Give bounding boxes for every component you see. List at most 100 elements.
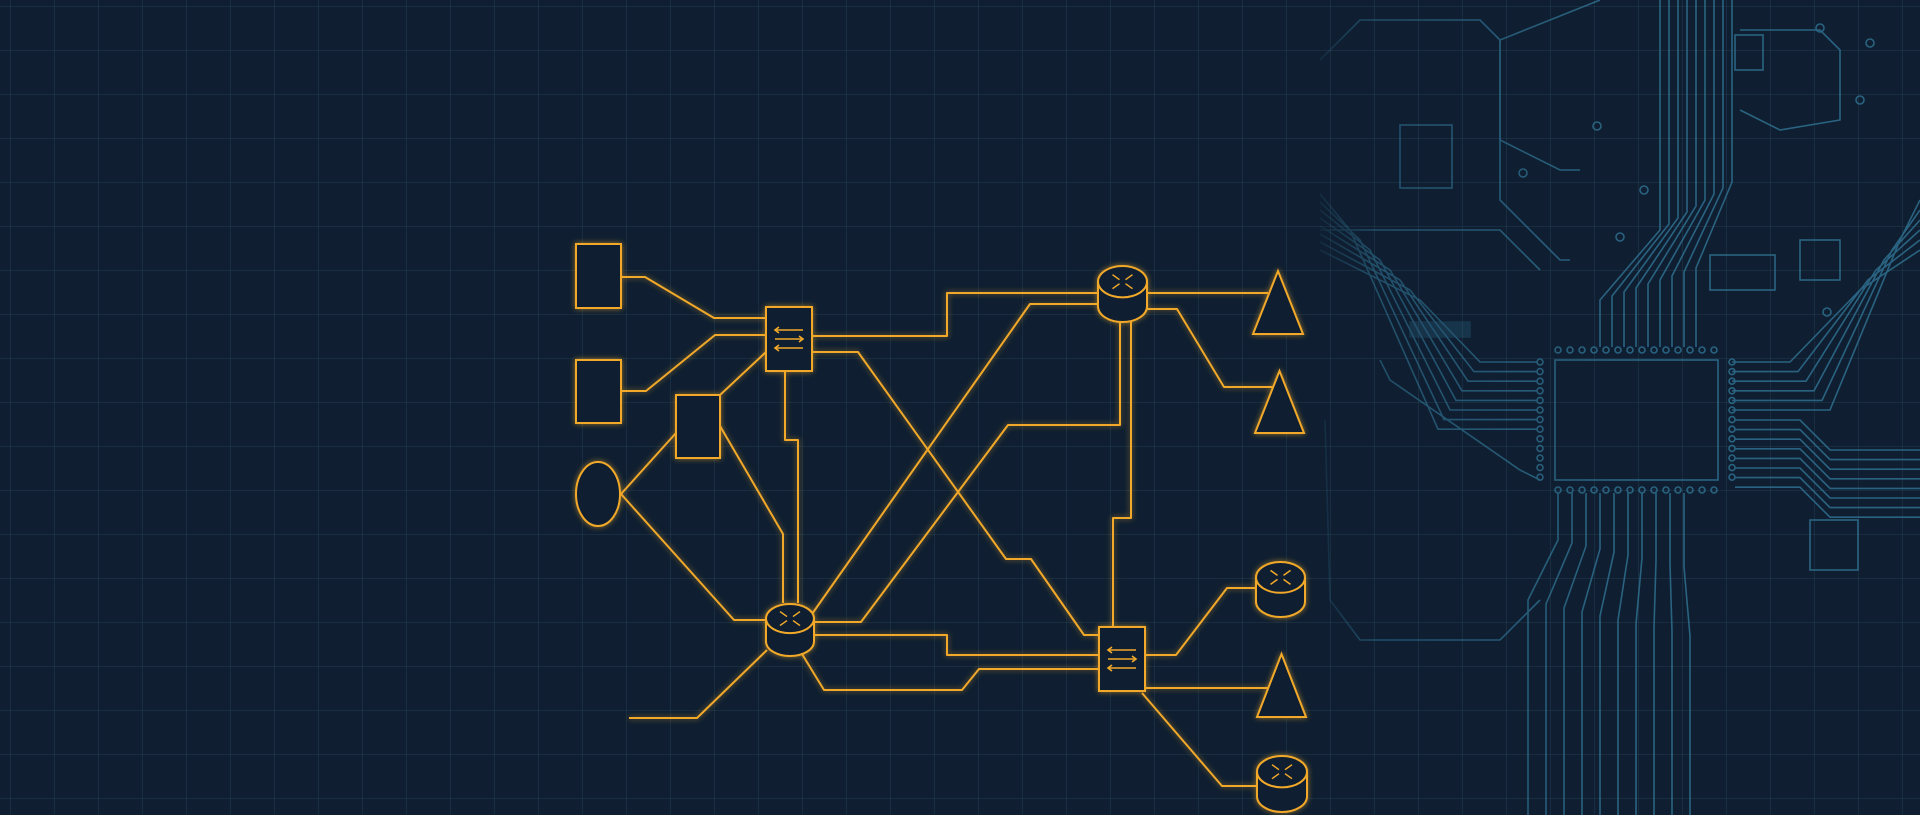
arrow-line [1284,764,1293,771]
router-arrows-icon [1112,274,1133,290]
chip-pin [1590,346,1598,354]
chip-pin [1698,346,1706,354]
chip-pin [1536,434,1544,443]
via-pad [1518,168,1528,178]
network-link [620,493,766,621]
chip-pin [1566,486,1574,494]
router-arrows-icon [1270,569,1291,586]
chip-pin [1536,463,1544,472]
network-link [813,634,1099,656]
network-link [1112,322,1132,627]
diagram-nodes [575,243,1308,813]
chip-pin [1674,486,1682,494]
circuit-trace [1732,209,1920,402]
network-link [812,292,1098,337]
router-arrows-icon [779,610,801,627]
diagram-links [620,276,1273,787]
circuit-trace [1319,241,1537,373]
network-link [801,653,1099,691]
switch-arrows-icon [1106,646,1138,672]
chip-pin [1626,346,1634,354]
circuit-trace [1695,0,1733,347]
router-top [1255,561,1306,594]
circuit-trace [1319,201,1537,421]
circuit-trace [1683,0,1724,347]
circuit-trace [1324,419,1541,641]
arrow-line [1283,569,1291,577]
network-link [1141,692,1258,787]
square-node [575,243,622,309]
circuit-trace [1563,493,1587,815]
circuit-trace [1319,217,1537,402]
component [1734,34,1764,71]
network-link [719,351,767,396]
switch-icon [765,306,813,372]
network-link [621,276,766,319]
circuit-trace [1671,0,1715,347]
chip-pin [1614,346,1622,354]
circuit-trace [1617,493,1629,815]
chip-pin [1602,346,1610,354]
circuit-trace [1527,493,1559,815]
network-link [784,371,799,603]
circuit-trace [1732,249,1920,363]
circle-node [575,461,621,527]
network-link [811,303,1098,615]
arrow-head [773,326,780,334]
router-top [765,603,815,635]
circuit-trace [1732,239,1920,373]
arrow-head [1106,646,1113,654]
circuit-trace [1735,467,1920,499]
circuit-trace [1653,493,1657,815]
circuit-trace [1735,476,1920,509]
chip-pin [1686,346,1694,354]
arrow-line [779,619,788,627]
network-link [812,322,1121,623]
arrow-line [779,610,788,618]
via-pad [1855,95,1865,105]
via-pad [1615,232,1625,242]
triangle-node [1253,368,1306,434]
triangle-node [1255,651,1308,718]
circuit-trace [1732,219,1920,392]
arrow-line [1125,274,1133,281]
via-pad [1822,307,1832,317]
circuit-trace [1735,438,1920,471]
ic-chip [1709,254,1776,291]
arrow-line [1270,569,1278,577]
circuit-trace [1683,493,1691,815]
triangle-node [1251,268,1305,335]
arrow-line [1125,283,1133,290]
circuit-trace [1669,493,1673,815]
circuit-trace [1581,493,1601,815]
arrow-head [1131,655,1138,663]
chip-pin [1626,486,1634,494]
network-link [621,334,766,392]
circuit-trace [1379,359,1541,481]
circuit-trace [1319,225,1537,392]
switch-icon [1098,626,1146,692]
arrow-line [1112,283,1120,290]
chip-pin [1698,486,1706,494]
arrow-line [1112,274,1120,281]
chip-pin [1638,346,1646,354]
circuit-trace [1319,233,1537,383]
network-link [812,351,1099,636]
chip-pin [1710,486,1718,494]
chip-pin [1674,346,1682,354]
circuit-trace [1647,0,1697,347]
circuit-trace [1599,0,1661,347]
router-top [1256,755,1308,789]
network-link [620,432,677,495]
arrow-head [1106,664,1113,672]
arrow-line [1271,764,1280,771]
chip-pin [1590,486,1598,494]
chip-pin [1650,486,1658,494]
circuit-trace [1735,447,1920,480]
via-pad [1592,121,1602,131]
arrow-line [1284,773,1293,780]
circuit-trace [1545,493,1573,815]
chip-pin [1614,486,1622,494]
circuit-trace [1739,29,1841,131]
